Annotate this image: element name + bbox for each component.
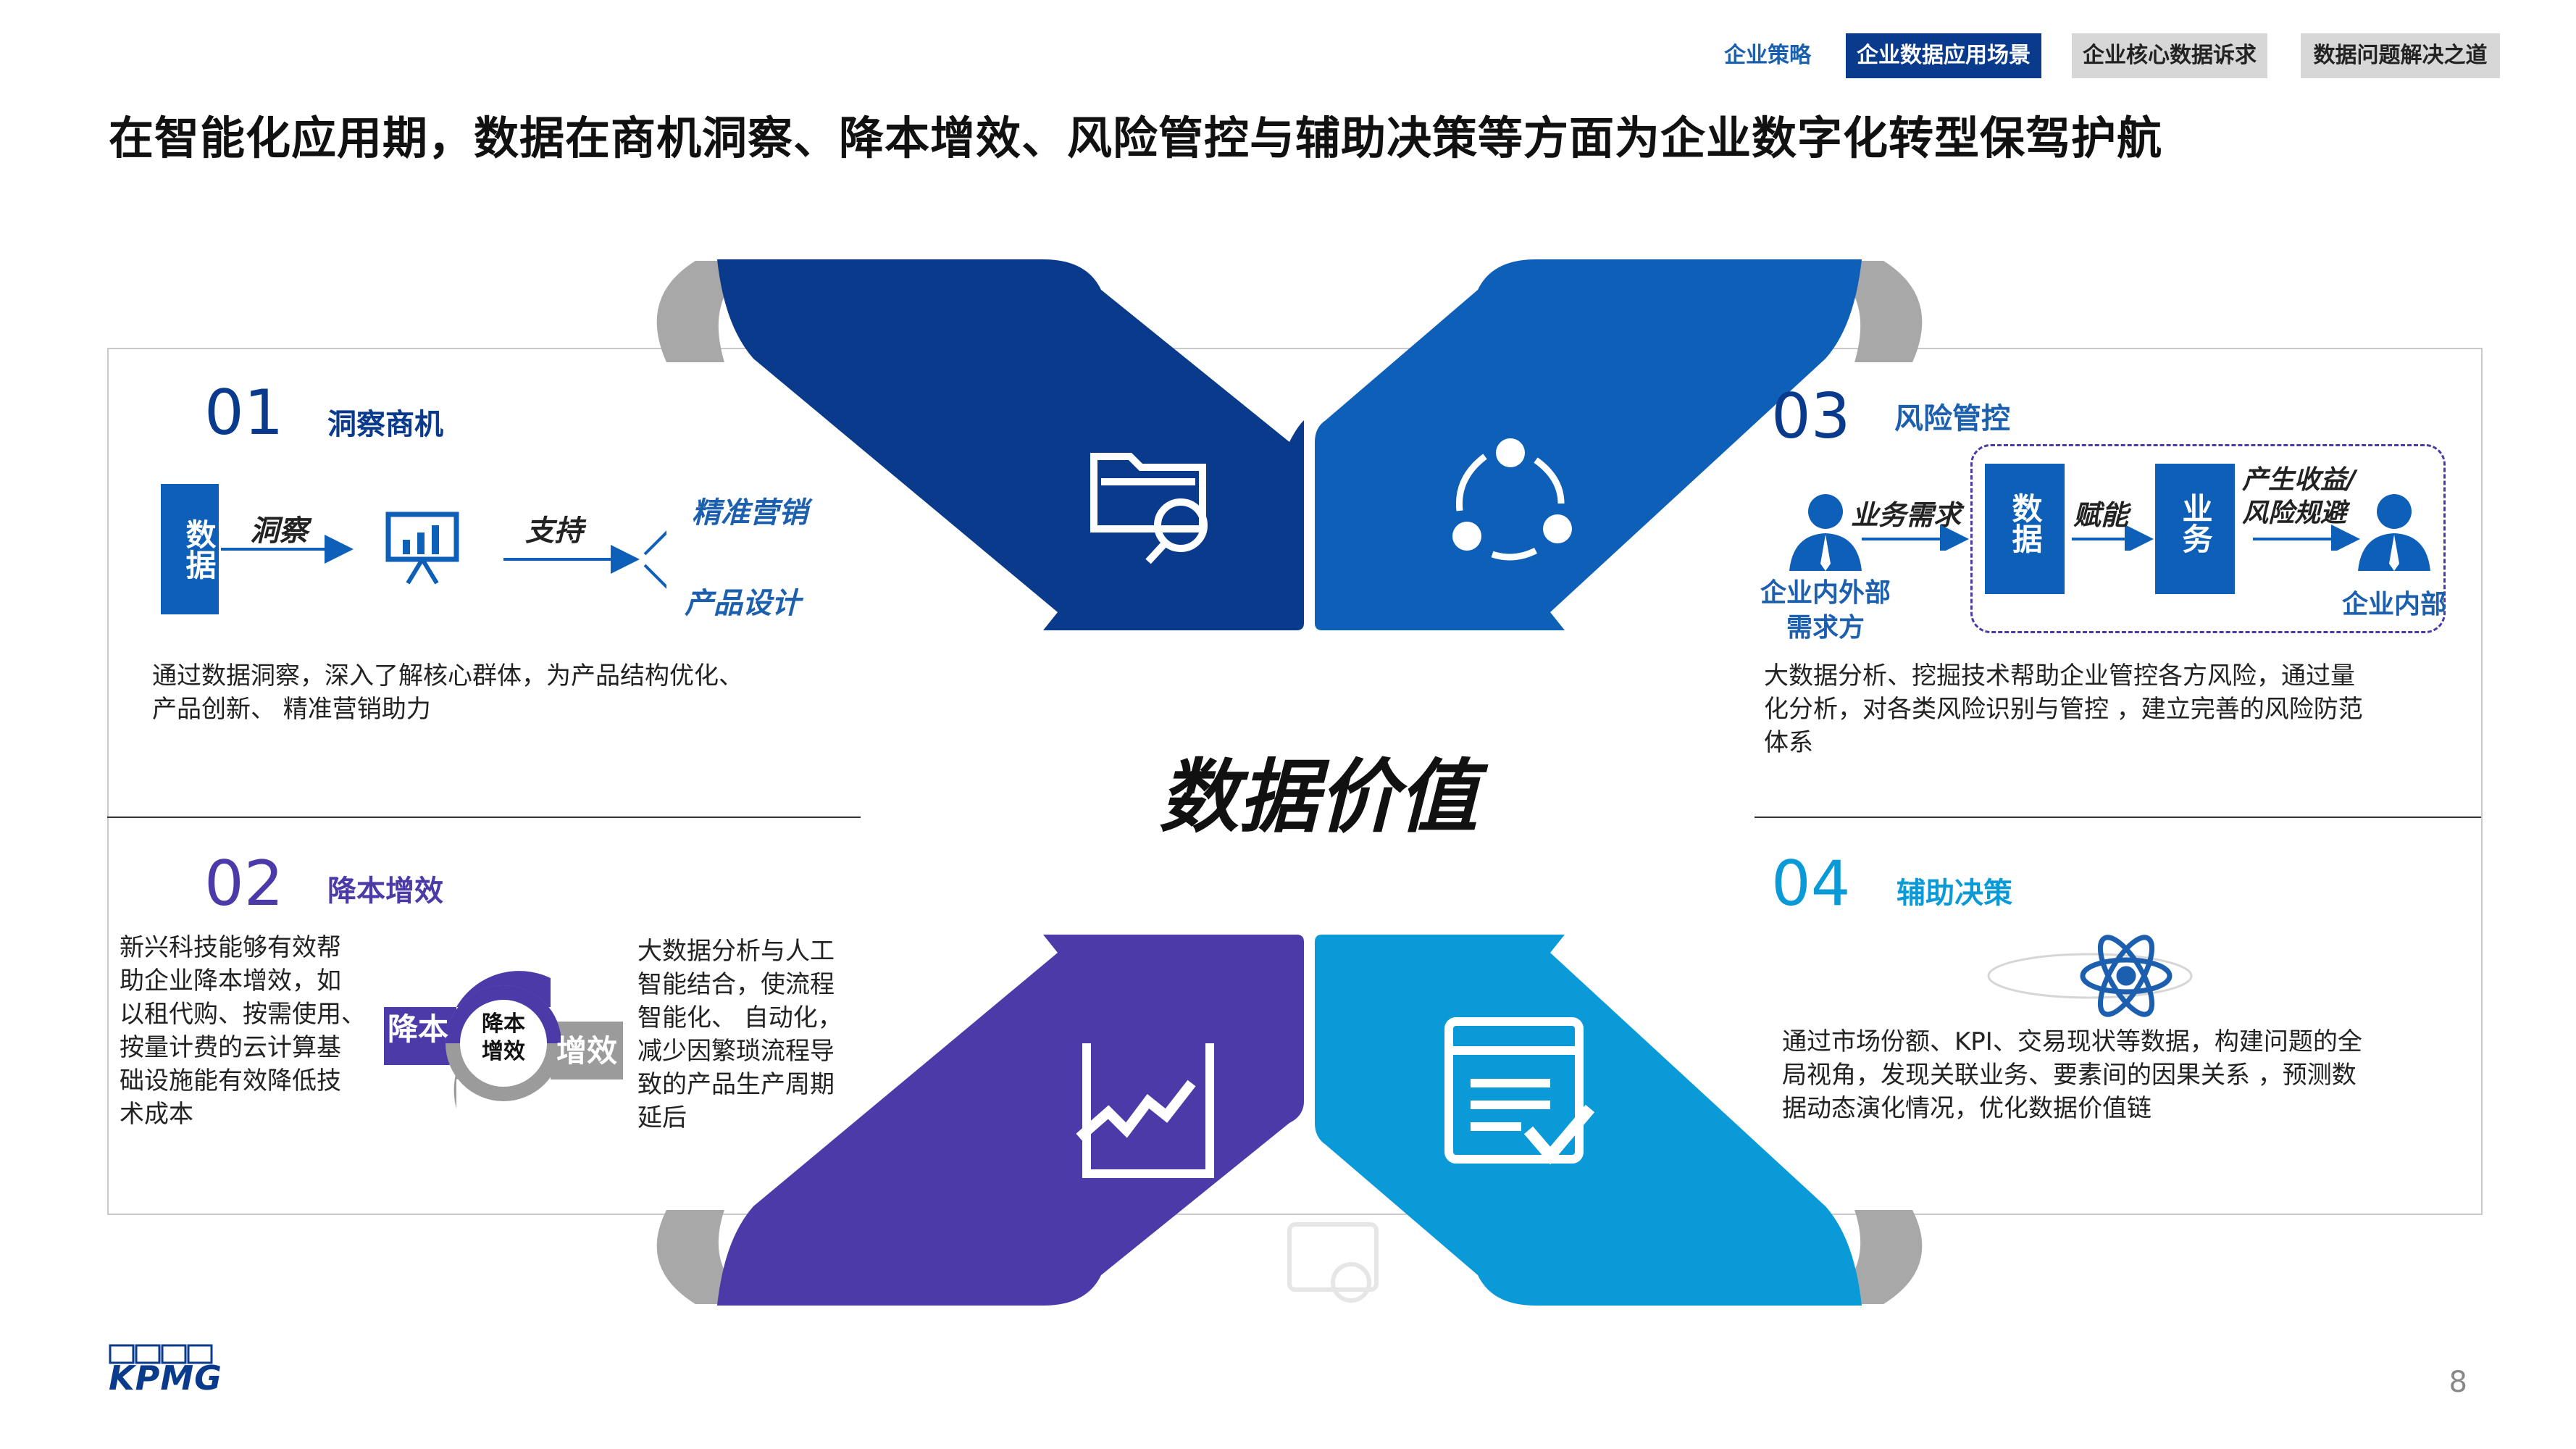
data-box xyxy=(161,484,219,614)
tab-enterprise-strategy[interactable]: 企业策略 xyxy=(1724,43,1811,68)
center-graphic xyxy=(656,259,1923,1306)
section-02-left-text: 新兴科技能够有效帮 助企业降本增效，如 以租代购、按需使用、 按量计费的云计算基… xyxy=(120,933,366,1129)
business-box-label: 业务 xyxy=(2178,493,2213,554)
divider-right xyxy=(1755,817,2481,818)
page-number: 8 xyxy=(2449,1366,2467,1399)
section-03-text: 大数据分析、挖掘技术帮助企业管控各方风险，通过量 化分析，对各类风险识别与管控 … xyxy=(1764,661,2363,757)
circle-label-left: 降本 xyxy=(388,1011,449,1047)
swoosh-bottom-left xyxy=(656,1210,761,1304)
tab-core-data-demands[interactable]: 企业核心数据诉求 xyxy=(2072,33,2267,78)
kpmg-logo: KPMG xyxy=(109,1358,222,1398)
circle-label-right: 增效 xyxy=(556,1033,618,1069)
section-02-number: 02 xyxy=(204,848,284,920)
section-02-title: 降本增效 xyxy=(327,874,443,908)
growth-chart-icon xyxy=(1076,1043,1214,1178)
arrow-label-support: 支持 xyxy=(525,514,583,548)
swoosh-bottom-right xyxy=(1818,1210,1923,1304)
left-person-label: 企业内外部 需求方 xyxy=(1760,578,1891,643)
center-title: 数据价值 xyxy=(1159,751,1478,843)
section-02-right-text: 大数据分析与人工 智能结合，使流程 智能化、 自动化， 减少因繁琐流程导 致的产… xyxy=(637,937,842,1132)
arrow-top-left xyxy=(717,259,1304,630)
checklist-icon xyxy=(1444,1017,1595,1165)
swoosh-top-right xyxy=(1818,261,1923,362)
arrow-label-insight: 洞察 xyxy=(250,514,308,548)
arrow-top-right xyxy=(1315,259,1862,630)
person-icon-left xyxy=(1789,494,1862,571)
content-frame xyxy=(107,348,2483,1215)
section-01-text: 通过数据洞察，深入了解核心群体，为产品结构优化、 产品创新、 精准营销助力 xyxy=(152,661,743,724)
swoosh-top-left xyxy=(656,261,761,362)
output-product-design: 产品设计 xyxy=(685,587,800,620)
circle-label-center: 降本 增效 xyxy=(482,1011,525,1064)
section-04-number: 04 xyxy=(1771,848,1851,920)
section-04-text: 通过市场份额、KPI、交易现状等数据，构建问题的全 局视角，发现关联业务、要素间… xyxy=(1782,1027,2362,1123)
person-icon-right xyxy=(2358,494,2430,571)
section-01-arrows xyxy=(221,530,666,589)
tab-data-application-scenarios[interactable]: 企业数据应用场景 xyxy=(1846,33,2041,78)
cycle-arrows-icon xyxy=(1452,438,1572,561)
cost-efficiency-circle xyxy=(384,971,623,1108)
section-01-number: 01 xyxy=(204,377,284,449)
section-03-arrows xyxy=(1862,525,2360,551)
arrow-label-revenue-risk: 产生收益/ 风险规避 xyxy=(2242,465,2357,528)
dashed-group xyxy=(1970,444,2446,633)
section-03-number: 03 xyxy=(1771,380,1851,453)
faint-search-icon xyxy=(1287,1222,1379,1303)
presentation-chart-icon xyxy=(385,511,459,585)
divider-left xyxy=(107,817,861,818)
folder-search-icon xyxy=(1090,453,1208,564)
output-precise-marketing: 精准营销 xyxy=(692,496,808,530)
section-03-title: 风险管控 xyxy=(1894,402,2010,435)
business-box xyxy=(2155,464,2235,594)
right-person-label: 企业内部 xyxy=(2341,590,2446,619)
arrow-label-empower: 赋能 xyxy=(2073,499,2129,531)
atom-icon xyxy=(1987,935,2193,1017)
arrow-bottom-right xyxy=(1315,935,1862,1306)
data-box-03-label: 数据 xyxy=(2007,493,2043,554)
arrow-bottom-left xyxy=(717,935,1304,1306)
tab-data-solutions[interactable]: 数据问题解决之道 xyxy=(2301,33,2500,78)
page-title: 在智能化应用期，数据在商机洞察、降本增效、风险管控与辅助决策等方面为企业数字化转… xyxy=(109,112,2163,164)
section-01-title: 洞察商机 xyxy=(327,408,443,441)
data-box-label: 数据 xyxy=(181,519,217,580)
data-box-03 xyxy=(1985,464,2065,594)
kpmg-logo-boxes xyxy=(109,1344,217,1364)
section-04-title: 辅助决策 xyxy=(1897,877,2012,910)
